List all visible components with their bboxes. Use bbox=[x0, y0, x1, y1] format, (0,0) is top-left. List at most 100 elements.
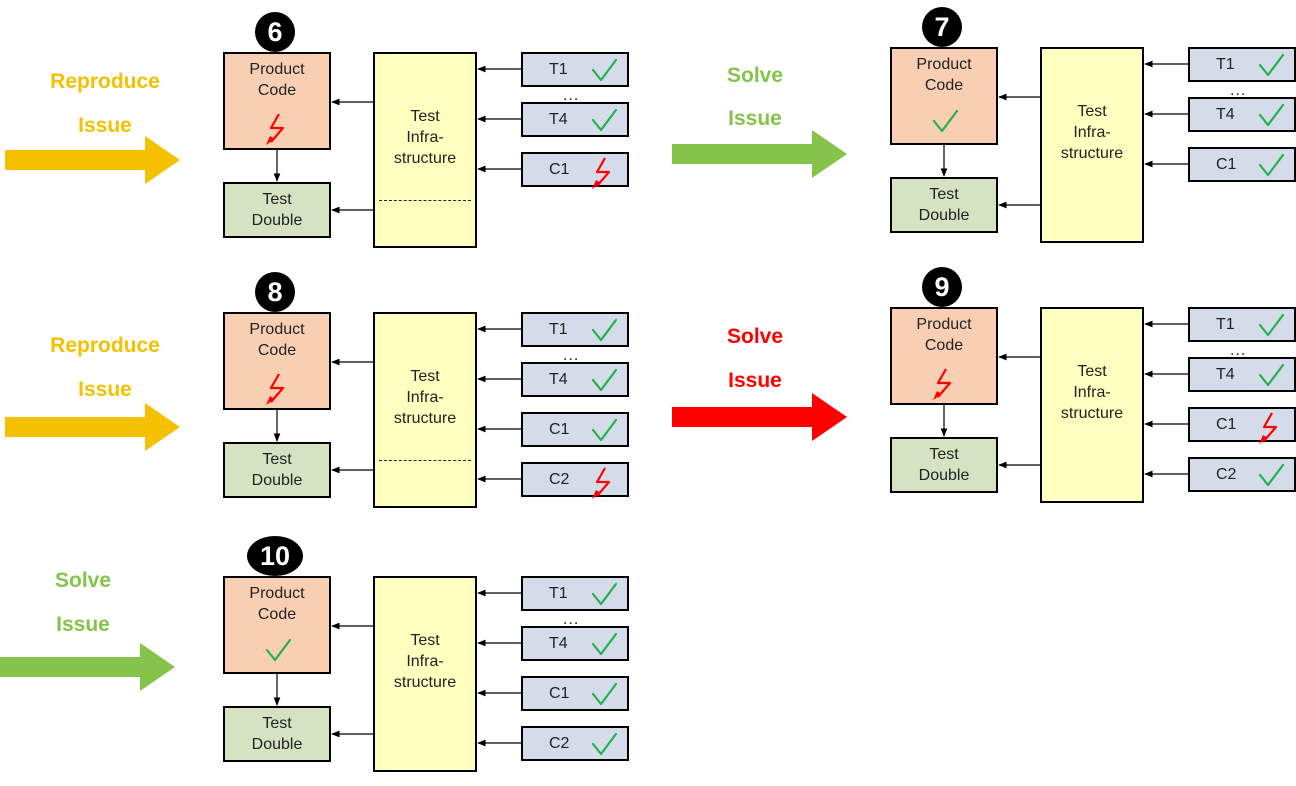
check-icon bbox=[1256, 151, 1286, 179]
ellipsis: ... bbox=[563, 611, 580, 628]
check-icon bbox=[589, 316, 619, 344]
step-number-badge: 8 bbox=[255, 272, 295, 312]
connector-layer bbox=[273, 60, 1188, 747]
check-icon bbox=[589, 730, 619, 758]
test-case-box: T1 bbox=[521, 576, 629, 611]
check-icon bbox=[1256, 461, 1286, 489]
fail-icon bbox=[263, 112, 293, 148]
check-icon bbox=[589, 680, 619, 708]
check-icon bbox=[1256, 311, 1286, 339]
yellow-arrow-icon bbox=[5, 403, 180, 451]
test-case-name: C1 bbox=[549, 161, 570, 178]
check-icon bbox=[589, 580, 619, 608]
check-icon bbox=[589, 416, 619, 444]
ellipsis: ... bbox=[563, 347, 580, 364]
fail-icon bbox=[1256, 411, 1286, 444]
test-case-name: T1 bbox=[549, 585, 568, 602]
test-case-box: C2 bbox=[521, 462, 629, 499]
test-case-name: T4 bbox=[1216, 366, 1235, 383]
fail-icon bbox=[589, 466, 619, 499]
test-case-name: C1 bbox=[1216, 416, 1237, 433]
check-icon bbox=[930, 107, 960, 143]
test-case-name: T4 bbox=[549, 371, 568, 388]
test-case-name: T4 bbox=[549, 635, 568, 652]
check-icon bbox=[589, 56, 619, 84]
check-icon bbox=[589, 366, 619, 394]
step-number-badge: 10 bbox=[247, 536, 303, 576]
test-case-name: C2 bbox=[549, 471, 570, 488]
step-number-badge: 7 bbox=[922, 7, 962, 47]
test-case-box: C2 bbox=[521, 726, 629, 761]
test-case-name: T4 bbox=[549, 111, 568, 128]
test-case-name: T1 bbox=[549, 321, 568, 338]
test-case-box: C1 bbox=[521, 412, 629, 447]
test-case-box: T4 bbox=[521, 362, 629, 397]
test-case-name: C1 bbox=[549, 421, 570, 438]
test-case-name: T1 bbox=[1216, 56, 1235, 73]
test-case-box: C1 bbox=[1188, 407, 1296, 444]
fail-icon bbox=[263, 372, 293, 408]
test-case-name: C1 bbox=[549, 685, 570, 702]
check-icon bbox=[1256, 361, 1286, 389]
test-case-box: T4 bbox=[521, 626, 629, 661]
test-case-box: T1 bbox=[521, 312, 629, 347]
test-case-box: T1 bbox=[521, 52, 629, 87]
check-icon bbox=[263, 636, 293, 672]
ellipsis: ... bbox=[563, 87, 580, 104]
test-case-name: C2 bbox=[549, 735, 570, 752]
fail-icon bbox=[930, 367, 960, 403]
test-case-name: T4 bbox=[1216, 106, 1235, 123]
fail-icon bbox=[589, 156, 619, 189]
ellipsis: ... bbox=[1230, 82, 1247, 99]
test-case-box: T1 bbox=[1188, 307, 1296, 342]
test-case-name: T1 bbox=[549, 61, 568, 78]
test-case-name: C1 bbox=[1216, 156, 1237, 173]
green-arrow-icon bbox=[0, 643, 175, 691]
test-case-box: C1 bbox=[521, 676, 629, 711]
test-case-box: C1 bbox=[1188, 147, 1296, 182]
ellipsis: ... bbox=[1230, 342, 1247, 359]
yellow-arrow-icon bbox=[5, 136, 180, 184]
infra-divider bbox=[379, 460, 471, 461]
green-arrow-icon bbox=[672, 130, 847, 178]
step-number-badge: 9 bbox=[922, 267, 962, 307]
test-case-box: T4 bbox=[521, 102, 629, 137]
check-icon bbox=[589, 106, 619, 134]
test-case-box: C1 bbox=[521, 152, 629, 189]
check-icon bbox=[589, 630, 619, 658]
infra-divider bbox=[379, 200, 471, 201]
red-arrow-icon bbox=[672, 393, 847, 441]
test-case-box: T1 bbox=[1188, 47, 1296, 82]
check-icon bbox=[1256, 101, 1286, 129]
step-number-badge: 6 bbox=[255, 12, 295, 52]
test-case-name: T1 bbox=[1216, 316, 1235, 333]
check-icon bbox=[1256, 51, 1286, 79]
test-case-name: C2 bbox=[1216, 466, 1237, 483]
test-case-box: T4 bbox=[1188, 97, 1296, 132]
